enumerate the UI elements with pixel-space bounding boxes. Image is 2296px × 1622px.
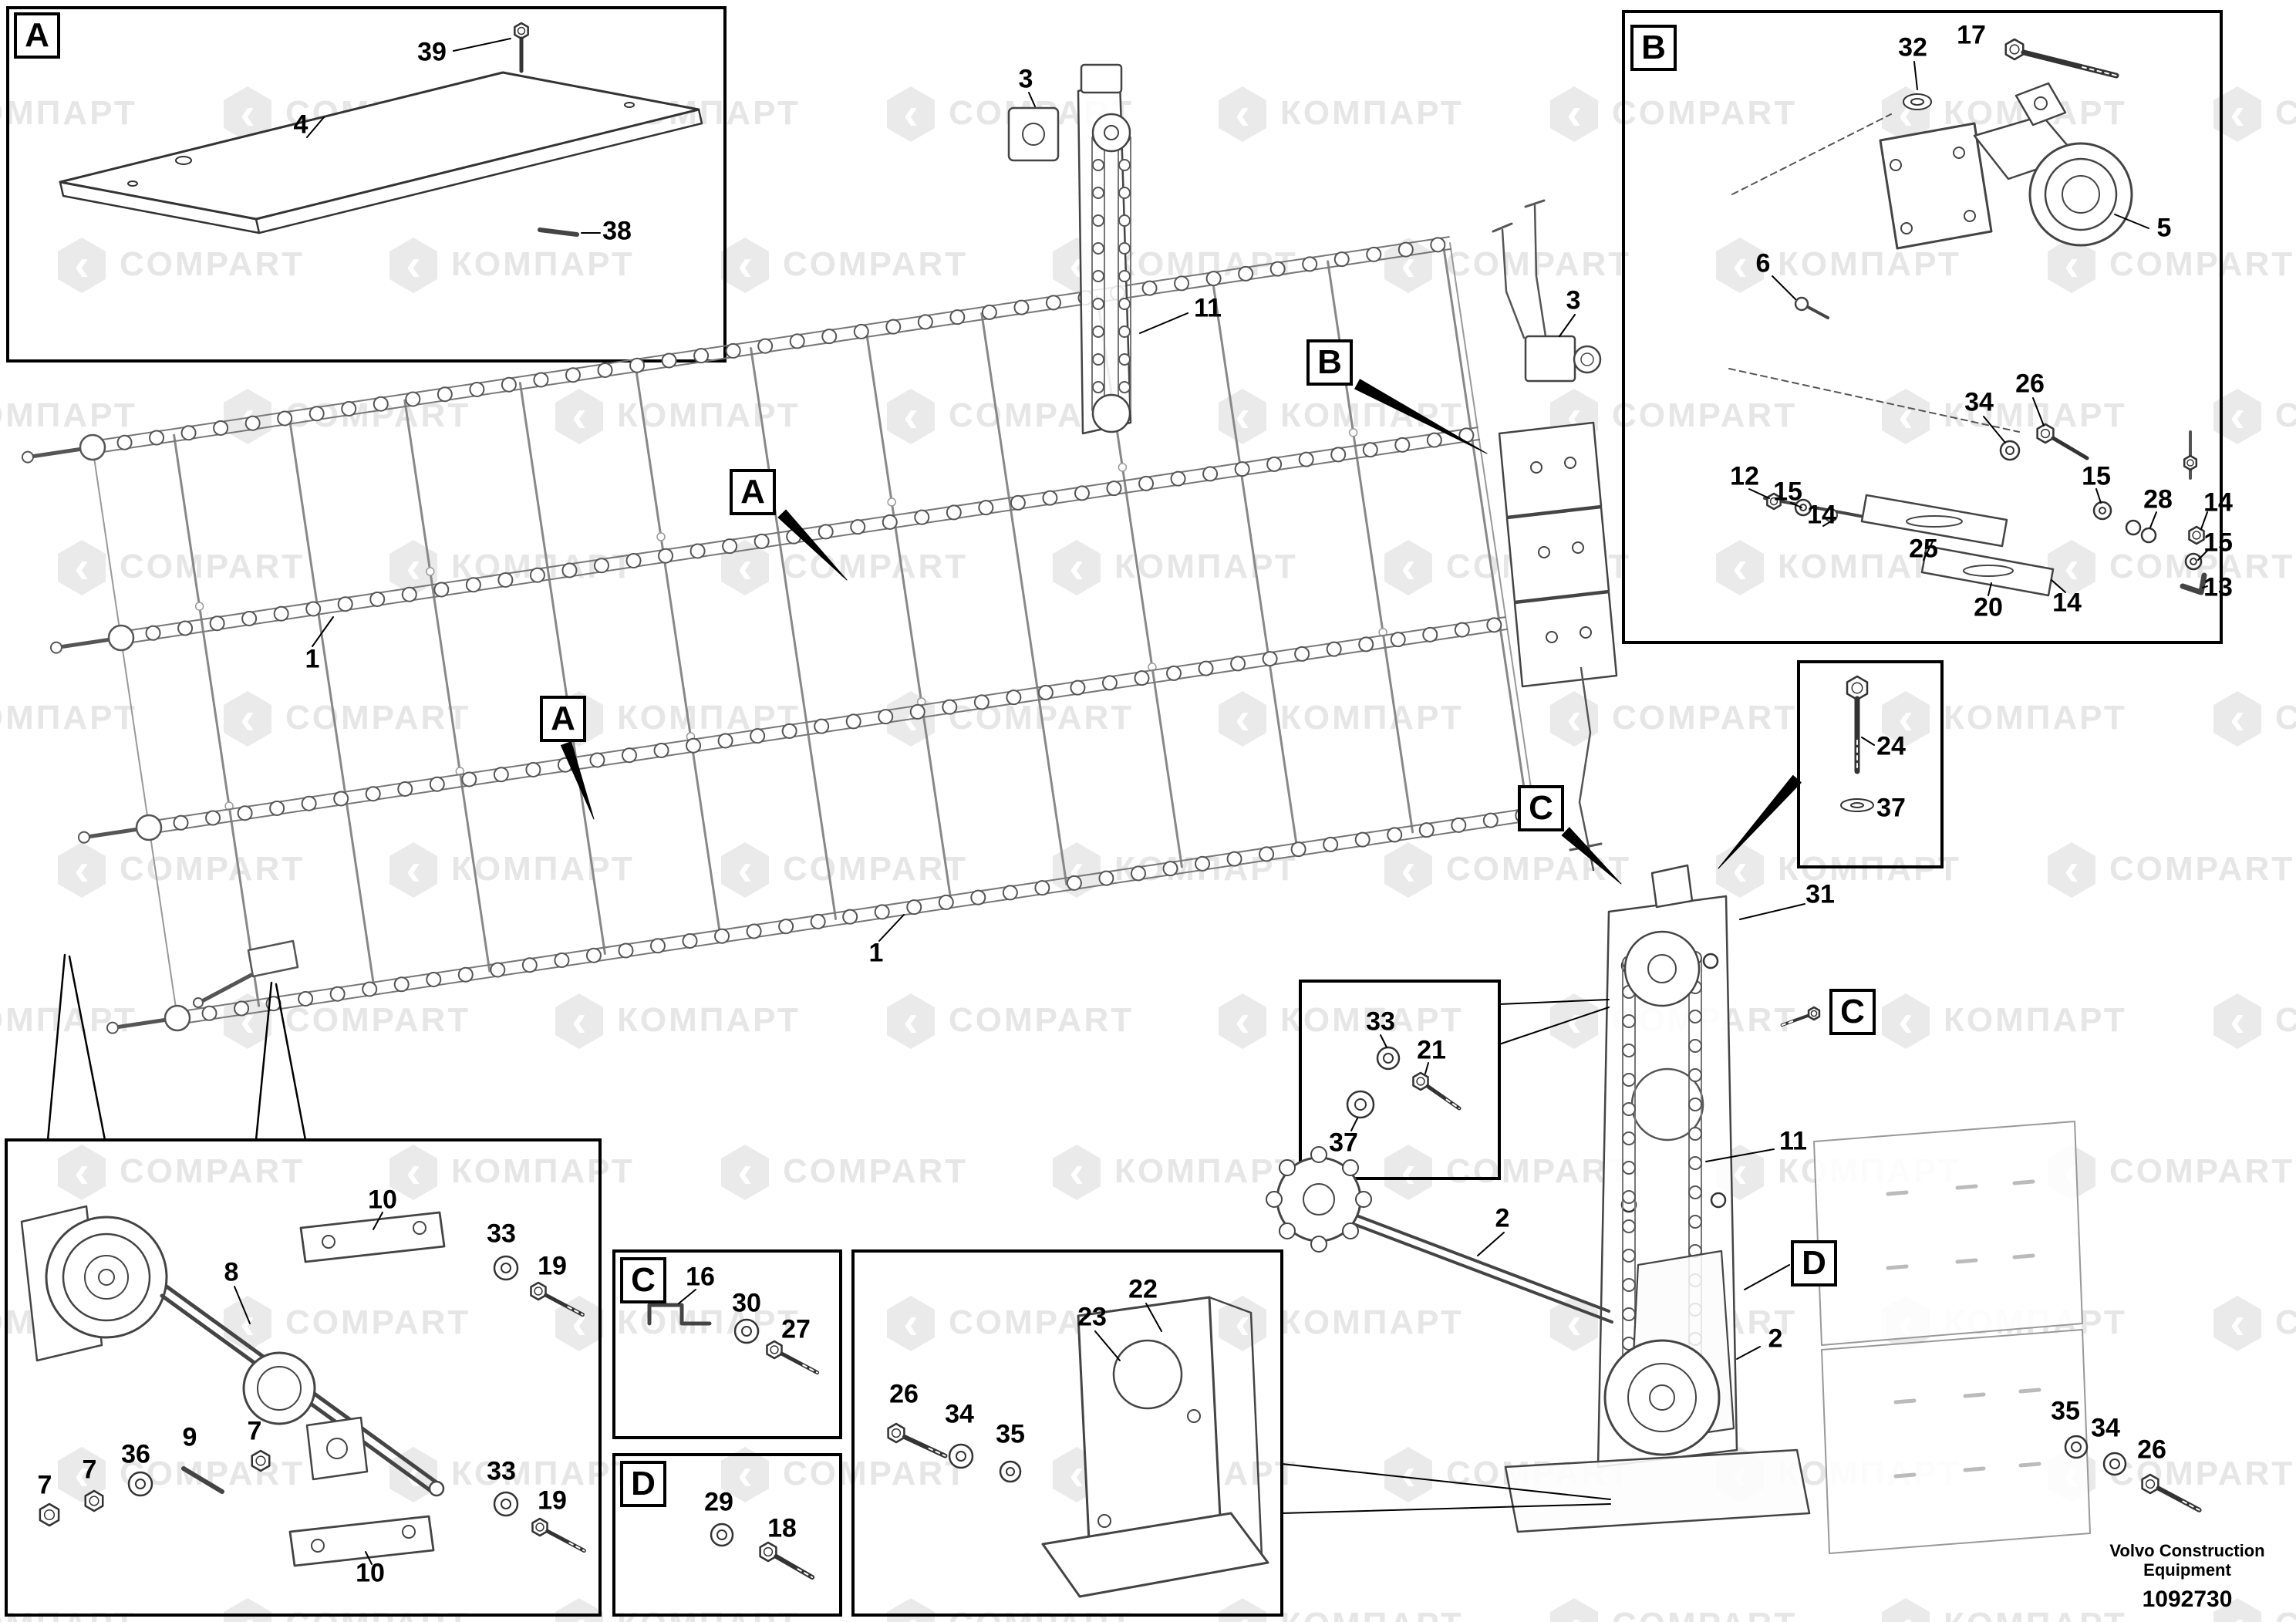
watermark-text: COMPART	[120, 1152, 305, 1190]
drive-mast-right	[1492, 199, 1618, 688]
watermark-logo: ‹	[1219, 389, 1266, 444]
watermark-logo: ‹	[58, 238, 106, 293]
watermark-text: КОМПАРТ	[1280, 1001, 1464, 1039]
watermark-text: COMPART	[2109, 850, 2295, 888]
hardware-right	[2064, 1435, 2202, 1512]
watermark-text: COMPART	[2275, 1303, 2296, 1341]
watermark-text: COMPART	[2275, 1001, 2296, 1039]
watermark-logo: ‹	[1384, 842, 1432, 898]
watermark-text: КОМПАРТ	[0, 94, 137, 132]
watermark-text: COMPART	[783, 850, 969, 888]
footer: Volvo Construction Equipment 1092730	[2095, 1541, 2280, 1613]
watermark-logo: ‹	[1384, 1447, 1432, 1502]
watermark-logo: ‹	[887, 993, 935, 1049]
watermark-text: COMPART	[1612, 1606, 1797, 1622]
watermark-text: COMPART	[1612, 699, 1798, 737]
watermark-text: COMPART	[2275, 396, 2296, 434]
watermark-logo: ‹	[887, 86, 935, 142]
watermark-logo: ‹	[58, 540, 106, 595]
watermark-logo: ‹	[1053, 540, 1101, 595]
watermark-text: COMPART	[1446, 850, 1632, 888]
watermark-text: КОМПАРТ	[617, 1001, 801, 1039]
watermark-logo: ‹	[1219, 86, 1266, 142]
leader-lines	[46, 379, 1805, 1514]
watermark-text: КОМПАРТ	[1280, 94, 1464, 132]
watermark-text: COMPART	[1446, 245, 1632, 283]
watermark-logo: ‹	[224, 389, 271, 444]
watermark-text: COMPART	[1446, 1152, 1632, 1190]
watermark-text: КОМПАРТ	[1944, 699, 2127, 737]
watermark-text: COMPART	[783, 245, 969, 283]
detail-a-content	[59, 22, 703, 237]
watermark-logo: ‹	[887, 1296, 935, 1351]
conveyor-deck	[21, 236, 1537, 1034]
washer-detail-33-21-37	[1346, 1034, 1462, 1131]
watermark-text: КОМПАРТ	[1114, 548, 1298, 585]
watermark-logo: ‹	[1219, 691, 1266, 747]
watermark-text: КОМПАРТ	[451, 245, 635, 283]
watermark-text: КОМПАРТ	[1944, 1606, 2127, 1622]
watermark-text: КОМПАРТ	[1778, 245, 1961, 283]
watermark-text: КОМПАРТ	[617, 396, 801, 434]
watermark-text: КОМПАРТ	[1280, 699, 1464, 737]
watermark-text: COMPART	[783, 1455, 969, 1492]
detail-b-content	[1728, 38, 2208, 597]
watermark-text: COMPART	[783, 548, 969, 585]
watermark-text: COMPART	[2275, 699, 2296, 737]
watermark-text: COMPART	[949, 1001, 1135, 1039]
watermark-logo: ‹	[58, 1447, 106, 1502]
watermark-text: COMPART	[120, 245, 305, 283]
watermark-text: КОМПАРТ	[0, 396, 137, 434]
drive-mast-left	[1007, 63, 1188, 435]
watermark-text: COMPART	[2275, 94, 2296, 132]
tensioner-unit	[1266, 666, 1821, 1533]
watermark-text: КОМПАРТ	[1114, 1152, 1298, 1190]
manufacturer-line1: Volvo Construction	[2109, 1541, 2265, 1560]
drawing-number: 1092730	[2142, 1586, 2233, 1612]
watermark-text: КОМПАРТ	[451, 1455, 635, 1492]
axle-detail-content	[20, 1205, 586, 1567]
bolt-detail-24-37	[1840, 675, 1875, 812]
watermark-logo: ‹	[224, 1296, 271, 1351]
watermark-text: COMPART	[120, 850, 305, 888]
watermark-logo: ‹	[1053, 1145, 1101, 1200]
watermark-text: КОМПАРТ	[1280, 1606, 1464, 1622]
watermark-text: COMPART	[2109, 245, 2295, 283]
detail-c-content	[647, 1289, 820, 1375]
watermark-logo: ‹	[1384, 540, 1432, 595]
watermark-text: COMPART	[285, 699, 471, 737]
watermark-logo: ‹	[887, 389, 935, 444]
watermark-text: COMPART	[285, 1303, 471, 1341]
watermark-logo: ‹	[1384, 1145, 1432, 1200]
watermark-logo: ‹	[224, 691, 271, 747]
watermark-text: COMPART	[1612, 94, 1798, 132]
manufacturer-name: Volvo Construction Equipment	[2095, 1541, 2280, 1580]
watermark-text: КОМПАРТ	[1944, 1001, 2127, 1039]
side-panels	[1813, 1121, 2091, 1554]
watermark-text: КОМПАРТ	[1280, 1303, 1464, 1341]
watermark-text: КОМПАРТ	[1280, 396, 1464, 434]
watermark-logo: ‹	[1882, 1598, 1930, 1622]
watermark-logo: ‹	[58, 1145, 106, 1200]
watermark-logo: ‹	[58, 842, 106, 898]
watermark-text: КОМПАРТ	[1778, 850, 1961, 888]
watermark-text: COMPART	[2275, 1606, 2296, 1622]
watermark-text: КОМПАРТ	[0, 699, 137, 737]
bracket-detail-content	[887, 1296, 1269, 1598]
watermark-text: COMPART	[285, 1001, 471, 1039]
detail-box-frames	[5, 6, 2223, 1617]
watermark-text: COMPART	[1612, 396, 1798, 434]
detail-d-content	[710, 1523, 815, 1580]
watermark-text: КОМПАРТ	[617, 699, 801, 737]
watermark-text: КОМПАРТ	[451, 850, 635, 888]
manufacturer-line2: Equipment	[2143, 1560, 2231, 1580]
watermark-text: COMPART	[2109, 1152, 2295, 1190]
watermark-logo: ‹	[1219, 993, 1266, 1049]
watermark-text: COMPART	[2109, 1455, 2295, 1492]
watermark-text: COMPART	[120, 548, 305, 585]
watermark-text: COMPART	[783, 1152, 969, 1190]
watermark-text: КОМПАРТ	[451, 1152, 635, 1190]
